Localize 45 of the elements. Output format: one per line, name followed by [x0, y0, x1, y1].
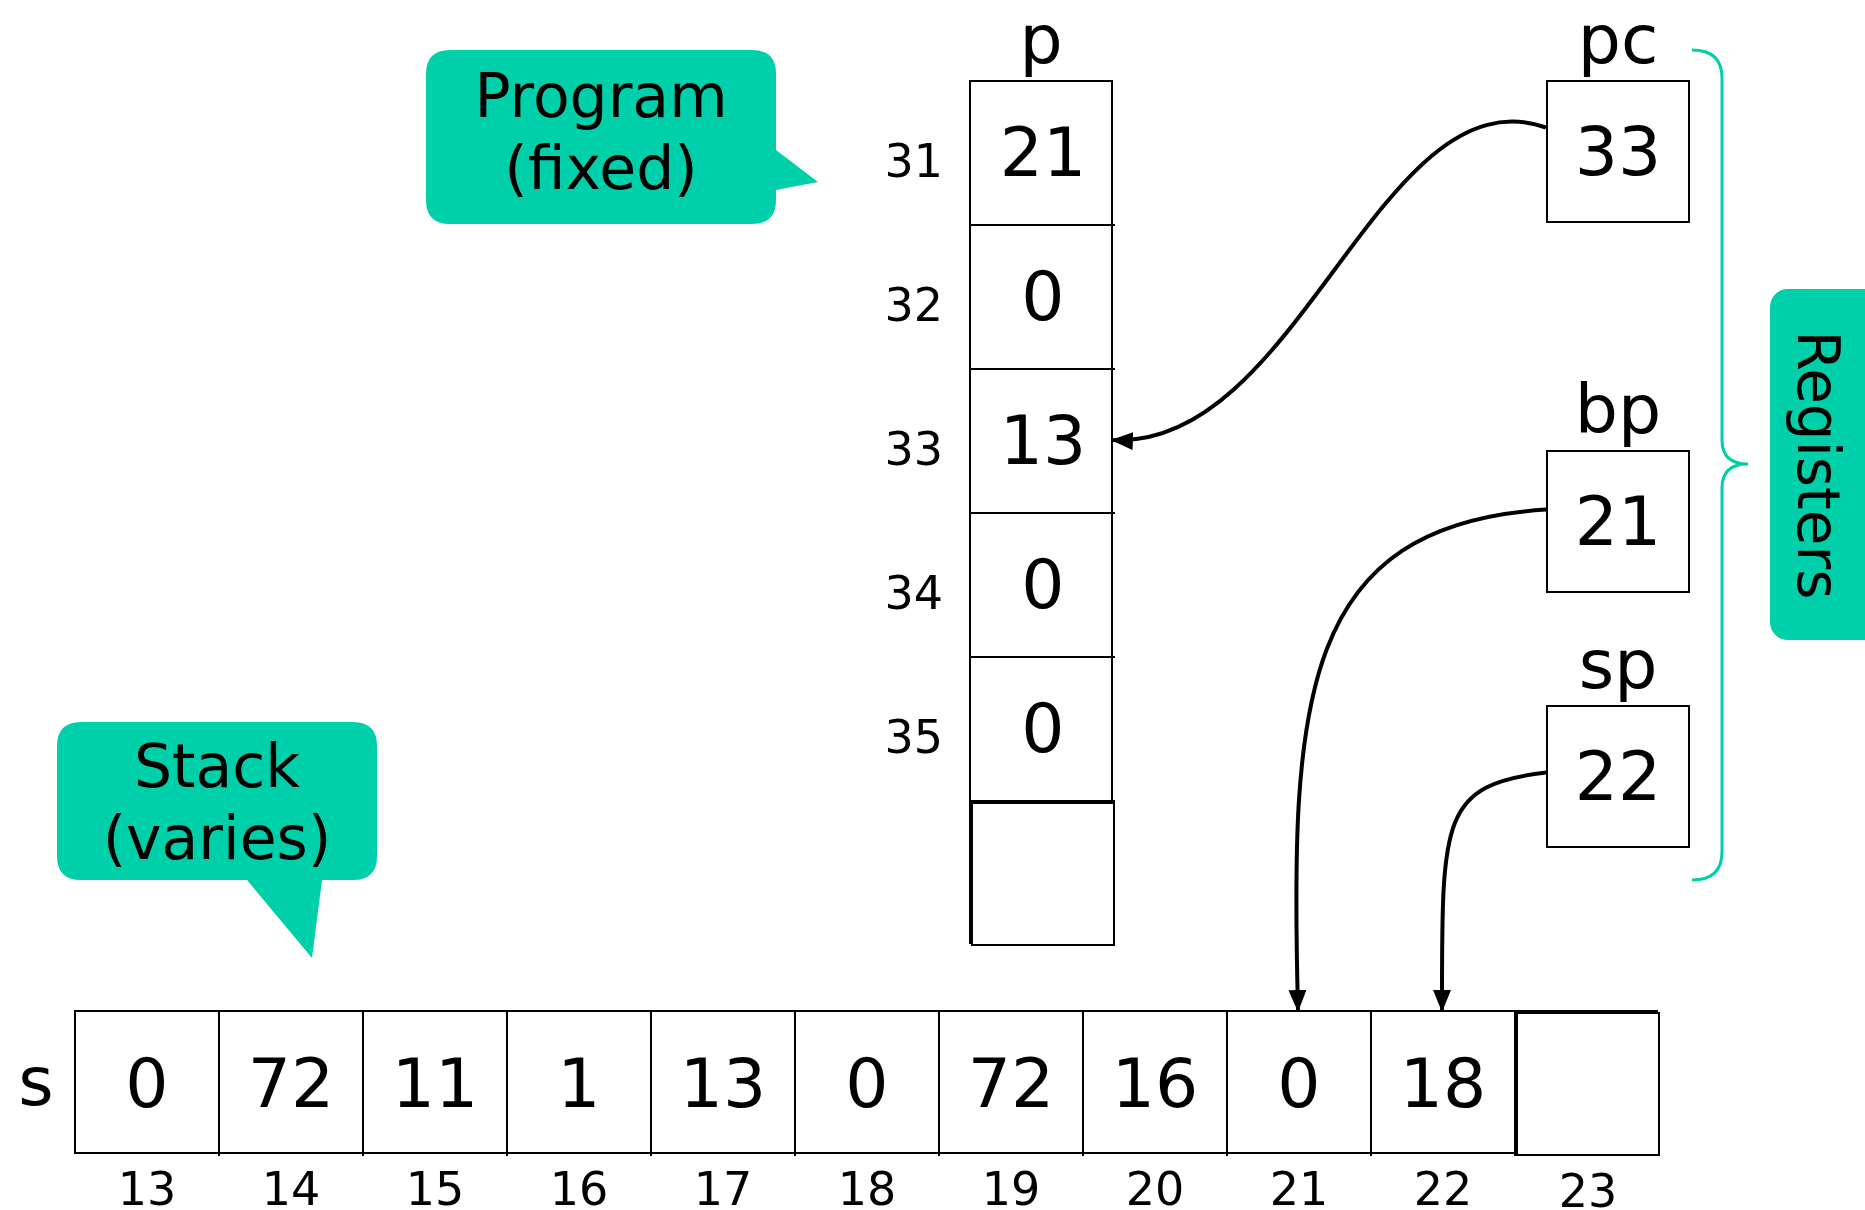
tag-text: Registers [1788, 330, 1847, 599]
callout-text: Stack (varies) [101, 730, 333, 874]
cell-value: 0 [844, 1050, 890, 1118]
callout-bubble [426, 50, 818, 224]
address-number: 31 [884, 138, 943, 184]
cell-value: 72 [966, 1050, 1056, 1118]
arrow [1111, 120, 1547, 447]
arrow [1433, 770, 1547, 1012]
cell-value: 0 [1020, 695, 1066, 763]
address-number: 13 [117, 1166, 177, 1210]
cell-value: 16 [1110, 1050, 1200, 1118]
address-number: 33 [884, 426, 943, 472]
cell-value: 1 [556, 1050, 602, 1118]
address-number: 35 [884, 714, 943, 760]
address-number: 16 [549, 1166, 609, 1210]
address-number: 14 [261, 1166, 321, 1210]
address-number: 18 [837, 1166, 897, 1210]
address-number: 34 [884, 570, 943, 616]
cell-value: 21 [1573, 487, 1663, 556]
address-number: 22 [1413, 1166, 1473, 1210]
address-number: 20 [1125, 1166, 1185, 1210]
cell-value: 0 [124, 1050, 170, 1118]
address-number: 19 [981, 1166, 1041, 1210]
cell-value: 13 [998, 407, 1088, 475]
cell-value: 18 [1398, 1050, 1488, 1118]
memory-cell [971, 802, 1115, 946]
address-number: 21 [1269, 1166, 1329, 1210]
cell-value: 21 [998, 119, 1088, 187]
address-number: 15 [405, 1166, 465, 1210]
label-tag [1770, 289, 1865, 640]
arrow [1288, 507, 1547, 1012]
cell-value: 72 [246, 1050, 336, 1118]
address-number: 17 [693, 1166, 753, 1210]
callout-text: Program (fixed) [473, 60, 729, 204]
address-number: 32 [884, 282, 943, 328]
cell-value: 11 [390, 1050, 480, 1118]
address-number: 23 [1558, 1168, 1618, 1210]
callout-bubble [57, 722, 377, 958]
cell-value: 0 [1020, 551, 1066, 619]
cell-value: 22 [1573, 742, 1663, 811]
array-name: s [17, 1048, 55, 1116]
cell-value: 33 [1573, 117, 1663, 186]
cell-value: 0 [1020, 263, 1066, 331]
cell-value: 0 [1276, 1050, 1322, 1118]
cell-value: 13 [678, 1050, 768, 1118]
